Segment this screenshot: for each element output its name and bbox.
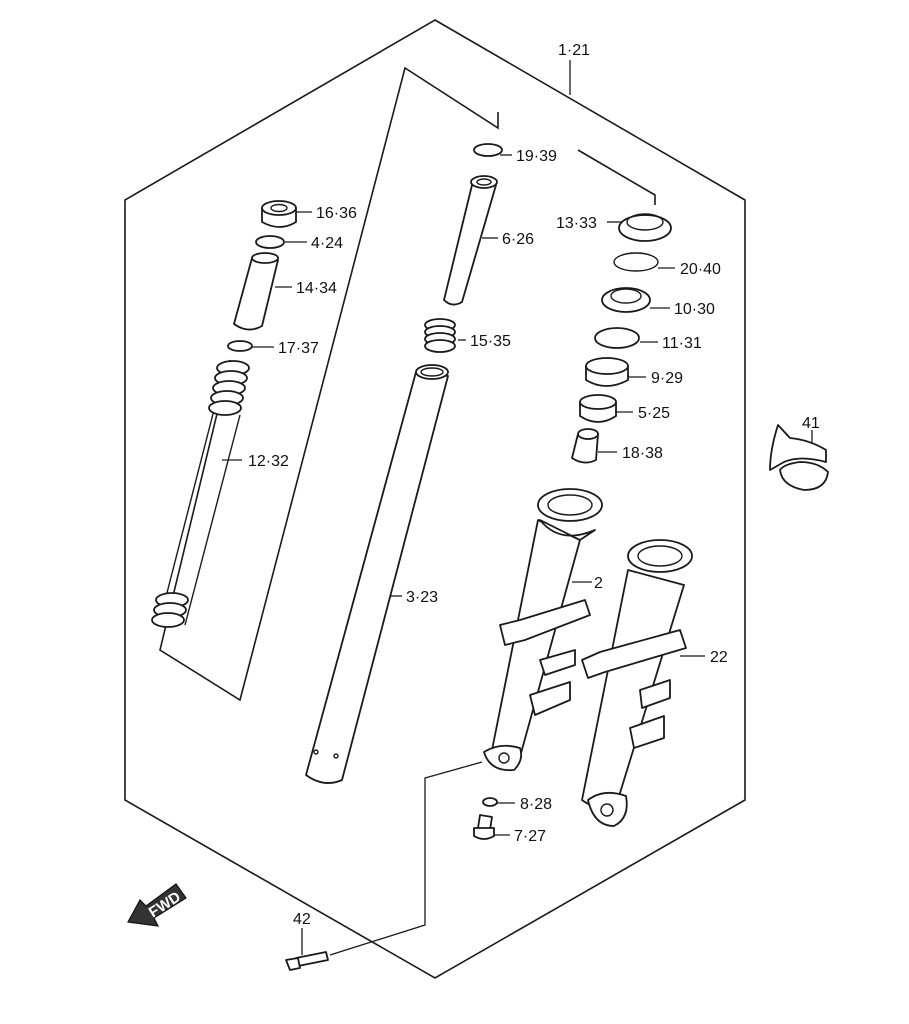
callout-3-23: 3·23: [406, 589, 438, 606]
callout-2: 2: [594, 575, 603, 592]
assembly-frame: [124, 19, 746, 979]
callout-8-28: 8·28: [520, 796, 552, 813]
part-bolt-washer: [482, 797, 498, 807]
callout-labels: 1·21 19·39 16·36 4·24 6·26 13·33 20·40 1…: [248, 42, 820, 928]
part-oil-seal: [601, 287, 651, 313]
part-protector: [769, 424, 829, 491]
leader-lines: [222, 60, 813, 956]
callout-42: 42: [293, 911, 311, 928]
callout-20-40: 20·40: [680, 261, 721, 278]
callout-18-38: 18·38: [622, 445, 663, 462]
part-o-ring: [255, 235, 285, 249]
part-ring: [473, 143, 503, 157]
callout-5-25: 5·25: [638, 405, 670, 422]
inner-tube-frame: [577, 149, 656, 205]
callout-9-29: 9·29: [651, 370, 683, 387]
part-spacer: [233, 252, 279, 331]
callout-14-34: 14·34: [296, 280, 337, 297]
part-rebound-spring: [424, 318, 456, 353]
callout-10-30: 10·30: [674, 301, 715, 318]
part-outer-tube-left: [483, 488, 603, 772]
callout-12-32: 12·32: [248, 453, 289, 470]
part-damper-rod: [443, 175, 498, 306]
callout-6-26: 6·26: [502, 231, 534, 248]
part-washer: [227, 340, 253, 352]
callout-13-33: 13·33: [556, 215, 597, 232]
part-fork-spring: [151, 360, 250, 628]
inner-cartridge-frame: [159, 66, 499, 702]
part-cap-bolt: [261, 200, 297, 228]
part-oil-lock-piece: [571, 428, 599, 464]
callout-11-31: 11·31: [662, 335, 702, 352]
part-outer-tube-right: [581, 539, 693, 827]
part-seal-washer: [594, 327, 640, 349]
callout-22: 22: [710, 649, 728, 666]
part-inner-tube: [305, 364, 449, 784]
forward-direction-arrow: FWD: [127, 883, 187, 927]
callout-4-24: 4·24: [311, 235, 343, 252]
callout-7-27: 7·27: [514, 828, 546, 845]
callout-17-37: 17·37: [278, 340, 319, 357]
part-dust-seal: [618, 213, 672, 242]
part-bush-inner: [579, 394, 617, 423]
part-bush-outer: [585, 357, 629, 387]
callout-15-35: 15·35: [470, 333, 511, 350]
part-axle-bolt: [285, 951, 329, 971]
callout-1-21: 1·21: [558, 42, 590, 59]
callout-16-36: 16·36: [316, 205, 357, 222]
callout-41: 41: [802, 415, 820, 432]
part-bottom-bolt: [473, 814, 495, 840]
callout-19-39: 19·39: [516, 148, 557, 165]
part-circlip: [613, 252, 659, 272]
